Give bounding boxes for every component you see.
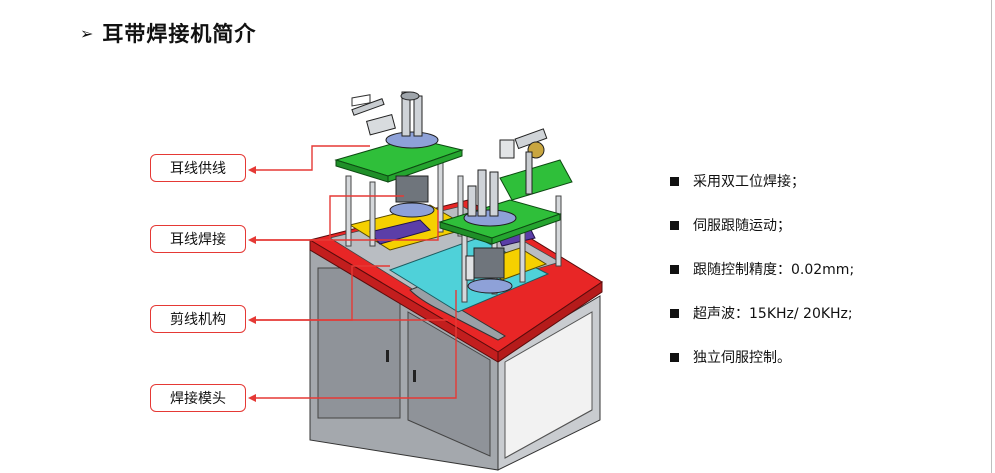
slide-title: ➢ 耳带焊接机简介 — [80, 18, 256, 48]
callout-ear-wire-welding: 耳线焊接 — [150, 225, 246, 253]
leader-arrowheads — [248, 166, 256, 402]
bullet-square-icon — [670, 264, 679, 274]
feature-text: 超声波：15KHz/ 20KHz; — [693, 306, 853, 322]
bullet-square-icon — [670, 308, 679, 318]
feature-item: 独立伺服控制。 — [670, 346, 854, 368]
feature-text: 跟随控制精度：0.02mm; — [693, 262, 855, 278]
welding-heads — [351, 91, 548, 294]
bullet-square-icon — [670, 220, 679, 230]
feature-item: 伺服跟随运动； — [670, 214, 854, 236]
bullet-square-icon — [670, 176, 679, 186]
leader-lines — [250, 145, 457, 399]
feature-item: 超声波：15KHz/ 20KHz; — [670, 302, 854, 324]
feature-list: 采用双工位焊接； 伺服跟随运动； 跟随控制精度：0.02mm; 超声波：15KH… — [670, 170, 854, 390]
feature-text: 采用双工位焊接； — [693, 174, 805, 190]
feature-text: 伺服跟随运动； — [693, 218, 791, 234]
machine-cabinet — [309, 249, 601, 471]
bullet-square-icon — [670, 352, 679, 362]
title-arrow-icon: ➢ — [80, 23, 95, 43]
callout-ear-wire-feed: 耳线供线 — [150, 154, 246, 182]
callout-wire-cutting: 剪线机构 — [150, 305, 246, 333]
right-edge-divider — [991, 0, 992, 473]
callout-welding-die-head: 焊接模头 — [150, 384, 246, 412]
feature-text: 独立伺服控制。 — [693, 350, 791, 366]
title-text: 耳带焊接机简介 — [102, 22, 257, 46]
feature-item: 跟随控制精度：0.02mm; — [670, 258, 854, 280]
feature-item: 采用双工位焊接； — [670, 170, 854, 192]
